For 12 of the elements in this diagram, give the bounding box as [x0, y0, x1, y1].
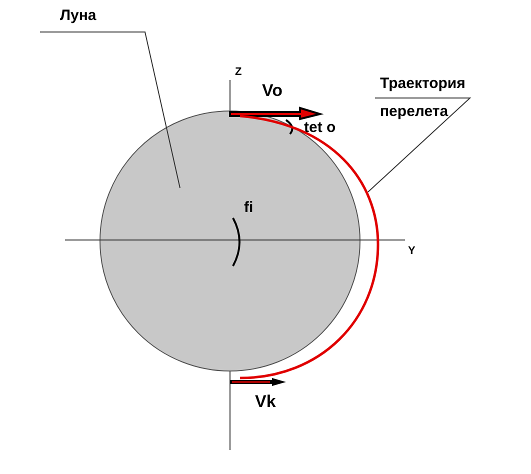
leader-line — [40, 32, 180, 188]
leader-line — [368, 98, 472, 192]
moon-label: Луна — [60, 8, 96, 23]
angle-label: tet o — [304, 120, 336, 135]
moon-circle — [100, 110, 360, 372]
velocity-label: Vk — [255, 393, 276, 410]
axis-label: Z — [235, 67, 242, 78]
trajectory-curve — [240, 114, 380, 380]
velocity-label: Vo — [262, 82, 282, 99]
trajectory-label: Траектория перелета — [380, 70, 470, 126]
axis-label: Y — [408, 246, 416, 257]
angle-label: fi — [244, 200, 254, 215]
